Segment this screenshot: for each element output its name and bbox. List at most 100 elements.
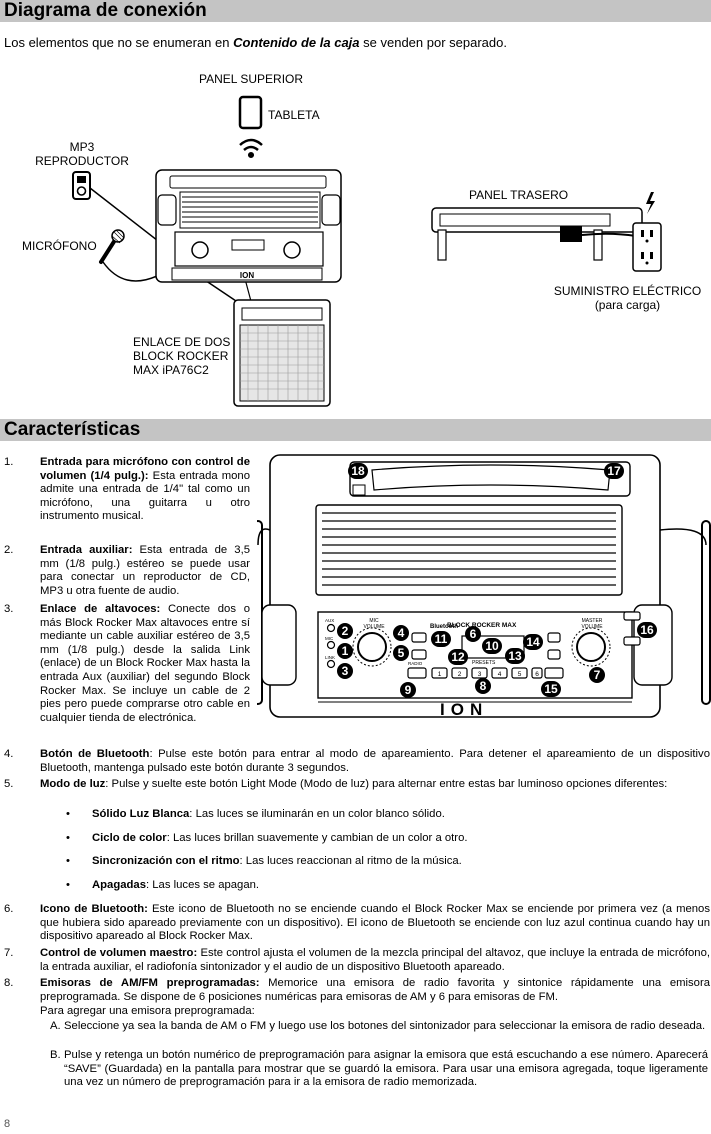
light-mode-title: Sincronización con el ritmo: [92, 855, 240, 867]
feature-text: Conecte dos o más Block Rocker Max altav…: [40, 603, 250, 724]
aux-label: AUX: [325, 618, 335, 623]
speaker-top-panel: ION: [155, 169, 342, 283]
speaker-front-diagram: 1 2 3 4 5 6: [257, 454, 711, 718]
brand-label: BLOCK ROCKER MAX: [447, 622, 517, 629]
callout-badge: 4: [393, 625, 409, 641]
feature-title: Enlace de altavoces:: [40, 603, 161, 615]
label-enlace-line3: MAX iPA76C2: [133, 363, 209, 377]
callout-badge: 2: [337, 623, 353, 639]
mic-volume-knob: [357, 632, 387, 662]
feature-title: Entrada para micrófono con control de vo…: [40, 456, 250, 482]
step-text: Pulse y retenga un botón numérico de pre…: [64, 1049, 708, 1089]
radio-button: [407, 667, 427, 679]
label-panel-superior: PANEL SUPERIOR: [199, 72, 304, 86]
mic-volume-label: MIC VOLUME: [363, 618, 385, 630]
intro-text: Los elementos que no se enumeran en Cont…: [4, 35, 507, 50]
feature-text: Este icono de Bluetooth no se enciende c…: [40, 903, 710, 943]
callout-badge: 17: [604, 463, 624, 479]
feature-num: 7.: [4, 947, 14, 959]
speaker-rear-panel: [431, 207, 643, 261]
radio-label: RADIO: [408, 661, 423, 666]
feature-title: Entrada auxiliar:: [40, 544, 133, 556]
bluetooth-label: Bluetooth: [430, 624, 458, 630]
svg-text:4: 4: [498, 671, 502, 678]
master-volume-knob: [576, 632, 606, 662]
label-suministro-line1: SUMINISTRO ELÉCTRICO: [553, 284, 702, 298]
master-volume-label: MASTER VOLUME: [581, 618, 603, 630]
bluetooth-button: [411, 632, 427, 643]
callout-badge: 7: [589, 667, 605, 683]
callout-badge: 6: [465, 626, 481, 642]
callout-badge: 1: [337, 643, 353, 659]
feature-title: Control de volumen maestro:: [40, 947, 198, 959]
feature-num: 6.: [4, 903, 14, 915]
wifi-icon: [239, 138, 263, 159]
section-title-features: Características: [0, 419, 711, 441]
callout-badge: 18: [348, 463, 368, 479]
svg-text:1: 1: [438, 671, 442, 678]
light-mode-title: Sólido Luz Blanca: [92, 808, 190, 820]
label-enlace-line1: ENLACE DE DOS: [133, 335, 231, 349]
label-suministro: SUMINISTRO ELÉCTRICO(para carga): [545, 284, 710, 312]
presets-label: PRESETS: [472, 660, 496, 666]
feature-num: 4.: [4, 748, 14, 760]
light-mode-text: : Las luces se iluminarán en un color bl…: [189, 808, 445, 820]
feature-text: Memorice una emisora de radio favorita y…: [40, 977, 710, 1003]
feature-text: : Pulse este botón para entrar al modo d…: [40, 748, 710, 774]
feature-text: Esta entrada de 3,5 mm (1/8 pulg.) estér…: [40, 544, 250, 597]
light-mode-text: : Las luces reaccionan al ritmo de la mú…: [239, 855, 462, 867]
page-number: 8: [4, 1118, 11, 1130]
connection-diagram: ION: [72, 95, 662, 407]
power-outlet-icon: [632, 222, 662, 272]
feature-title: Icono de Bluetooth:: [40, 903, 148, 915]
light-mode-text: : Las luces brillan suavemente y cambian…: [166, 832, 468, 844]
feature-title: Modo de luz: [40, 778, 106, 790]
label-tableta: TABLETA: [268, 108, 320, 122]
label-mp3-line1: MP3: [69, 140, 95, 154]
callout-badge: 9: [400, 682, 416, 698]
step-letter: A.: [50, 1020, 61, 1032]
lightning-icon: [646, 192, 655, 214]
callout-badge: 14: [523, 634, 543, 650]
intro-after: se venden por separado.: [359, 35, 507, 50]
mp3-player-icon: [72, 171, 91, 200]
ion-logo: ION: [440, 700, 489, 719]
label-suministro-line2: (para carga): [594, 298, 661, 312]
light-mode-title: Ciclo de color: [92, 832, 167, 844]
feature-text: Esta entrada mono admite una entrada de …: [40, 469, 250, 523]
feature-text: Este control ajusta el volumen de la mez…: [40, 947, 711, 973]
label-panel-trasero: PANEL TRASERO: [469, 188, 569, 202]
feature-num: 8.: [4, 977, 14, 989]
step-text: Seleccione ya sea la banda de AM o FM y …: [64, 1020, 706, 1032]
svg-text:ION: ION: [240, 271, 254, 280]
callout-badge: 8: [475, 678, 491, 694]
intro-emphasis: Contenido de la caja: [233, 35, 360, 50]
label-microfono: MICRÓFONO: [22, 239, 97, 253]
callout-badge: 16: [637, 622, 657, 638]
label-enlace-line2: BLOCK ROCKER: [133, 349, 229, 363]
handle-lock-icon: [352, 484, 366, 496]
callout-badge: 5: [393, 645, 409, 661]
feature-num: 2.: [4, 544, 14, 556]
callout-badge: 13: [505, 648, 525, 664]
callout-badge: 10: [482, 638, 502, 654]
svg-text:3: 3: [478, 671, 482, 678]
callout-badge: 3: [337, 663, 353, 679]
svg-text:2: 2: [458, 671, 462, 678]
tablet-icon: [238, 95, 263, 130]
feature-num: 5.: [4, 778, 14, 790]
feature-num: 3.: [4, 603, 14, 615]
light-button: [411, 649, 427, 660]
feature-title: Botón de Bluetooth: [40, 748, 150, 760]
feature-text: : Pulse y suelte este botón Light Mode (…: [105, 778, 668, 790]
light-mode-title: Apagadas: [92, 879, 146, 891]
light-mode-text: : Las luces se apagan.: [146, 879, 260, 891]
section-title-diagram: Diagrama de conexión: [0, 0, 711, 22]
feature-title: Emisoras de AM/FM preprogramadas:: [40, 977, 260, 989]
svg-text:6: 6: [535, 671, 539, 678]
callout-badge: 15: [541, 681, 561, 697]
preset-intro: Para agregar una emisora preprogramada:: [40, 1005, 255, 1017]
step-letter: B.: [50, 1049, 61, 1061]
